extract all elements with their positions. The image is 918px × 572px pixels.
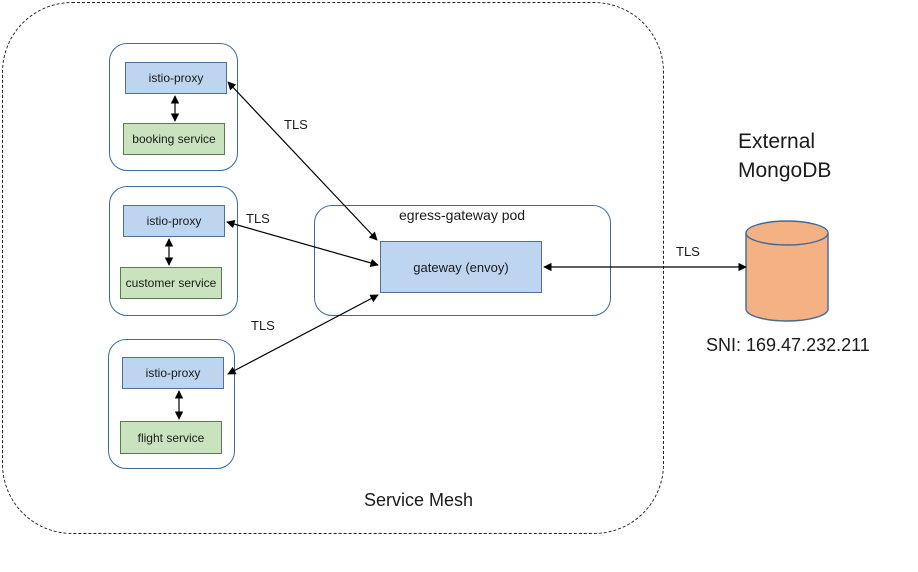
booking-tls-link	[227, 81, 378, 241]
tls-label-booking: TLS	[284, 117, 308, 132]
tls-label-flight: TLS	[251, 318, 275, 333]
customer-service: customer service	[120, 267, 222, 299]
flight-tls-link	[227, 294, 379, 375]
flight-istio-proxy: istio-proxy	[122, 357, 224, 389]
service-mesh-label: Service Mesh	[364, 490, 474, 510]
customer-tls-link	[226, 220, 379, 267]
mongodb-database-icon	[745, 220, 829, 322]
tls-label-customer: TLS	[246, 211, 270, 226]
booking-service: booking service	[123, 123, 225, 155]
customer-istio-proxy: istio-proxy	[123, 205, 225, 237]
sni-label: SNI: 169.47.232.211	[706, 335, 870, 355]
gateway-envoy: gateway (envoy)	[380, 241, 542, 293]
egress-gateway-title: egress-gateway pod	[399, 207, 526, 223]
flight-service: flight service	[120, 421, 222, 454]
external-label: External	[738, 130, 816, 153]
booking-istio-proxy: istio-proxy	[125, 62, 227, 94]
mongodb-label: MongoDB	[738, 159, 832, 182]
tls-label-external: TLS	[676, 244, 700, 259]
